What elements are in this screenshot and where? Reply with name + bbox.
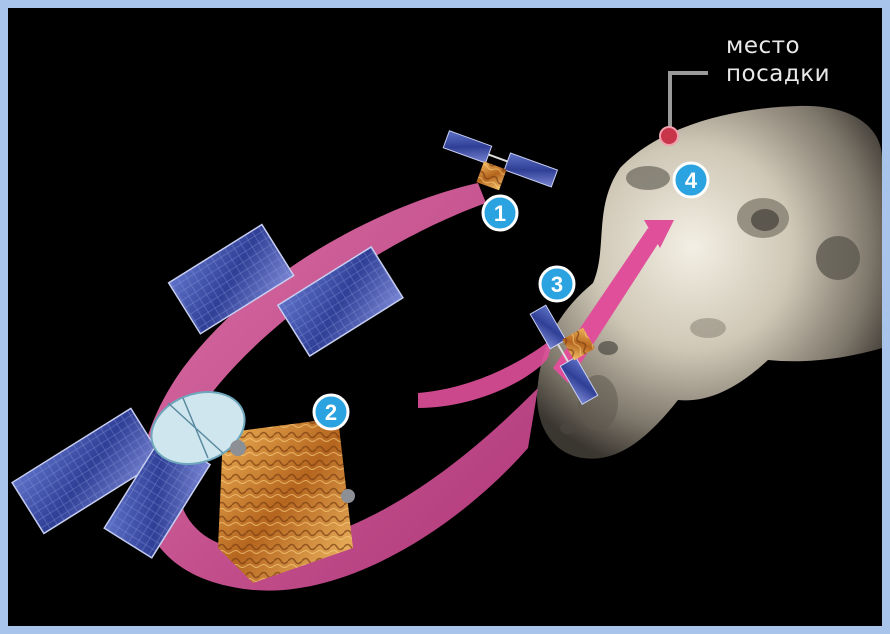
step-badge-1: 1 (483, 196, 517, 230)
diagram-canvas: 1 2 3 4 место посадки (8, 8, 882, 626)
step-badge-4: 4 (674, 163, 708, 197)
landing-site-label: место посадки (726, 32, 830, 88)
step-number: 1 (494, 201, 506, 226)
landing-point-icon (660, 127, 678, 145)
step-badge-2: 2 (314, 395, 348, 429)
step-badge-3: 3 (540, 267, 574, 301)
landing-site-label-line1: место (726, 32, 830, 60)
landing-site-label-line2: посадки (726, 60, 830, 88)
asteroid (537, 106, 882, 459)
step-number: 4 (685, 168, 698, 193)
step-number: 2 (325, 400, 337, 425)
step-number: 3 (551, 272, 563, 297)
